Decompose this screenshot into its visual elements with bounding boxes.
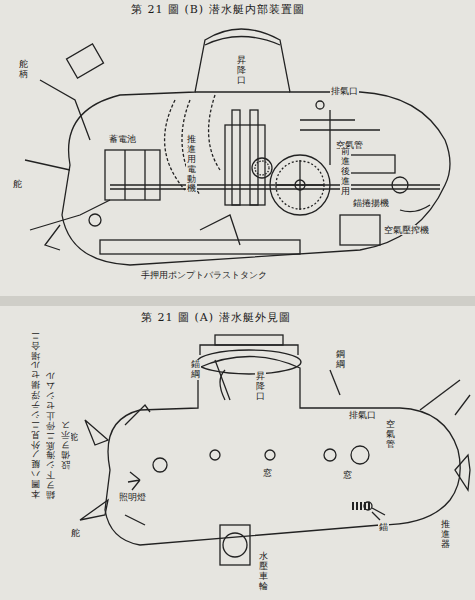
part-label: 錨捲揚機 [352,198,390,208]
part-label: 推進用電動機 [186,135,197,194]
part-label: 手押用ポンプトバラストタンク [140,270,268,280]
part-label: 昇降口 [255,372,266,402]
caption-note: 本圖ハ艇ノ外見ニシテ浮揚セル場合ニ [30,330,41,498]
figure-title: 第 21 圖 (A) 潜水艇外見圖 [140,312,292,325]
part-label: 舵 [12,180,23,190]
part-label: 窓 [262,468,273,478]
part-label: 舵 [70,528,81,538]
part-label: 水壓車輪 [258,552,269,592]
part-label: 鋼綱 [335,350,346,370]
part-label: 排氣口 [330,86,359,96]
part-label: 照明燈 [118,492,147,502]
part-label: 空氣管 [385,420,396,450]
caption-note: 設備ヲ示ス [60,420,71,469]
part-label: 蓄電池 [108,134,137,144]
caption-note: 錨ヲ下シ海底ニ停止セシムル [45,370,56,499]
part-label: 窓 [342,470,353,480]
part-label: 錨 [378,522,389,532]
part-label: 推進器 [440,520,451,550]
part-label: 前進後進用 [340,147,351,196]
part-label: 錨綱 [190,360,201,380]
part-label: 空氣壓搾機 [383,225,430,235]
part-label: 排氣口 [348,410,377,420]
figure-title: 第 21 圖 (B) 潜水艇内部装置圖 [130,4,306,17]
part-label: 昇降口 [236,56,247,86]
part-label: 舵柄 [18,60,29,80]
